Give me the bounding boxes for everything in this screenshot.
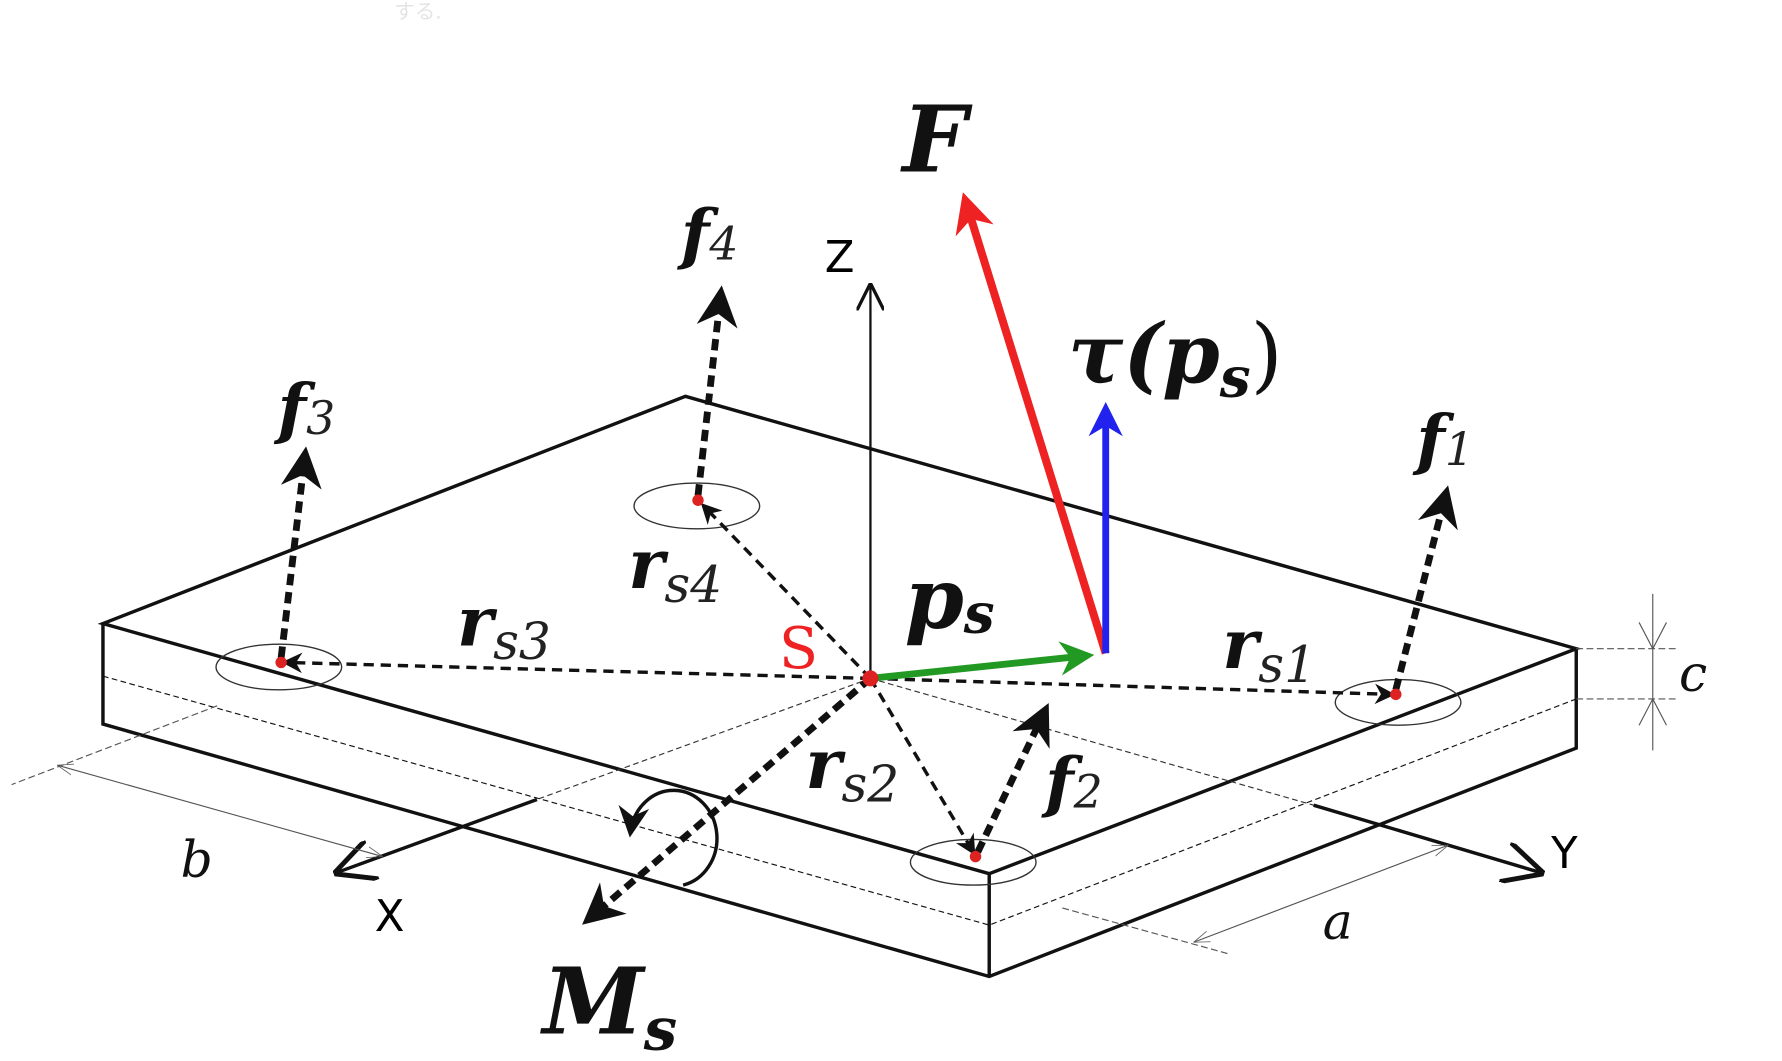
faint-text: する. — [394, 0, 442, 23]
rs2-label: rs2 — [805, 725, 899, 814]
rs4-label: rs4 — [628, 525, 722, 614]
x-axis — [334, 797, 538, 873]
origin-point — [862, 670, 879, 687]
rs3-vector — [281, 652, 871, 681]
force-label: F — [899, 85, 973, 193]
rotation-arc-icon — [618, 788, 719, 887]
ms-arrow — [582, 675, 873, 925]
holes — [215, 482, 1462, 886]
rs4-vector — [700, 502, 872, 680]
torque-label: τ(ps) — [1068, 307, 1283, 410]
plate-mid-line — [102, 675, 1577, 926]
f1-arrow — [1392, 485, 1458, 691]
hole-3 — [215, 643, 343, 691]
x-axis-label: X — [375, 892, 405, 942]
dimension-c-label: c — [1679, 644, 1707, 703]
ps-arrow — [870, 641, 1095, 682]
origin-label: S — [779, 616, 818, 682]
ms-label: Ms — [540, 948, 678, 1061]
f1-label: f1 — [1412, 401, 1474, 479]
dimension-a — [1194, 844, 1449, 943]
f4-arrow — [694, 285, 738, 497]
rs3-label: rs3 — [457, 582, 551, 671]
y-axis-label: Y — [1550, 829, 1578, 879]
force-arrow — [955, 192, 1110, 655]
hole-4 — [633, 482, 761, 530]
ps-label: ps — [905, 549, 995, 648]
z-axis-label: Z — [825, 233, 855, 283]
rs1-vector — [870, 676, 1396, 705]
contact-points — [275, 494, 1402, 863]
dimension-a-label: a — [1323, 892, 1353, 951]
f2-arrow — [974, 702, 1050, 854]
f4-label: f4 — [677, 195, 739, 273]
dimension-b-label: b — [181, 830, 213, 889]
y-axis-hidden — [870, 677, 1314, 806]
f3-label: f3 — [274, 370, 336, 448]
svg-text:τ(ps): τ(ps) — [1068, 307, 1283, 410]
rs1-label: rs1 — [1222, 605, 1316, 694]
dimension-b — [57, 765, 382, 856]
f3-arrow — [277, 446, 322, 659]
x-axis-hidden — [536, 677, 871, 800]
y-axis — [1313, 803, 1545, 874]
dimension-lines — [11, 593, 1680, 955]
